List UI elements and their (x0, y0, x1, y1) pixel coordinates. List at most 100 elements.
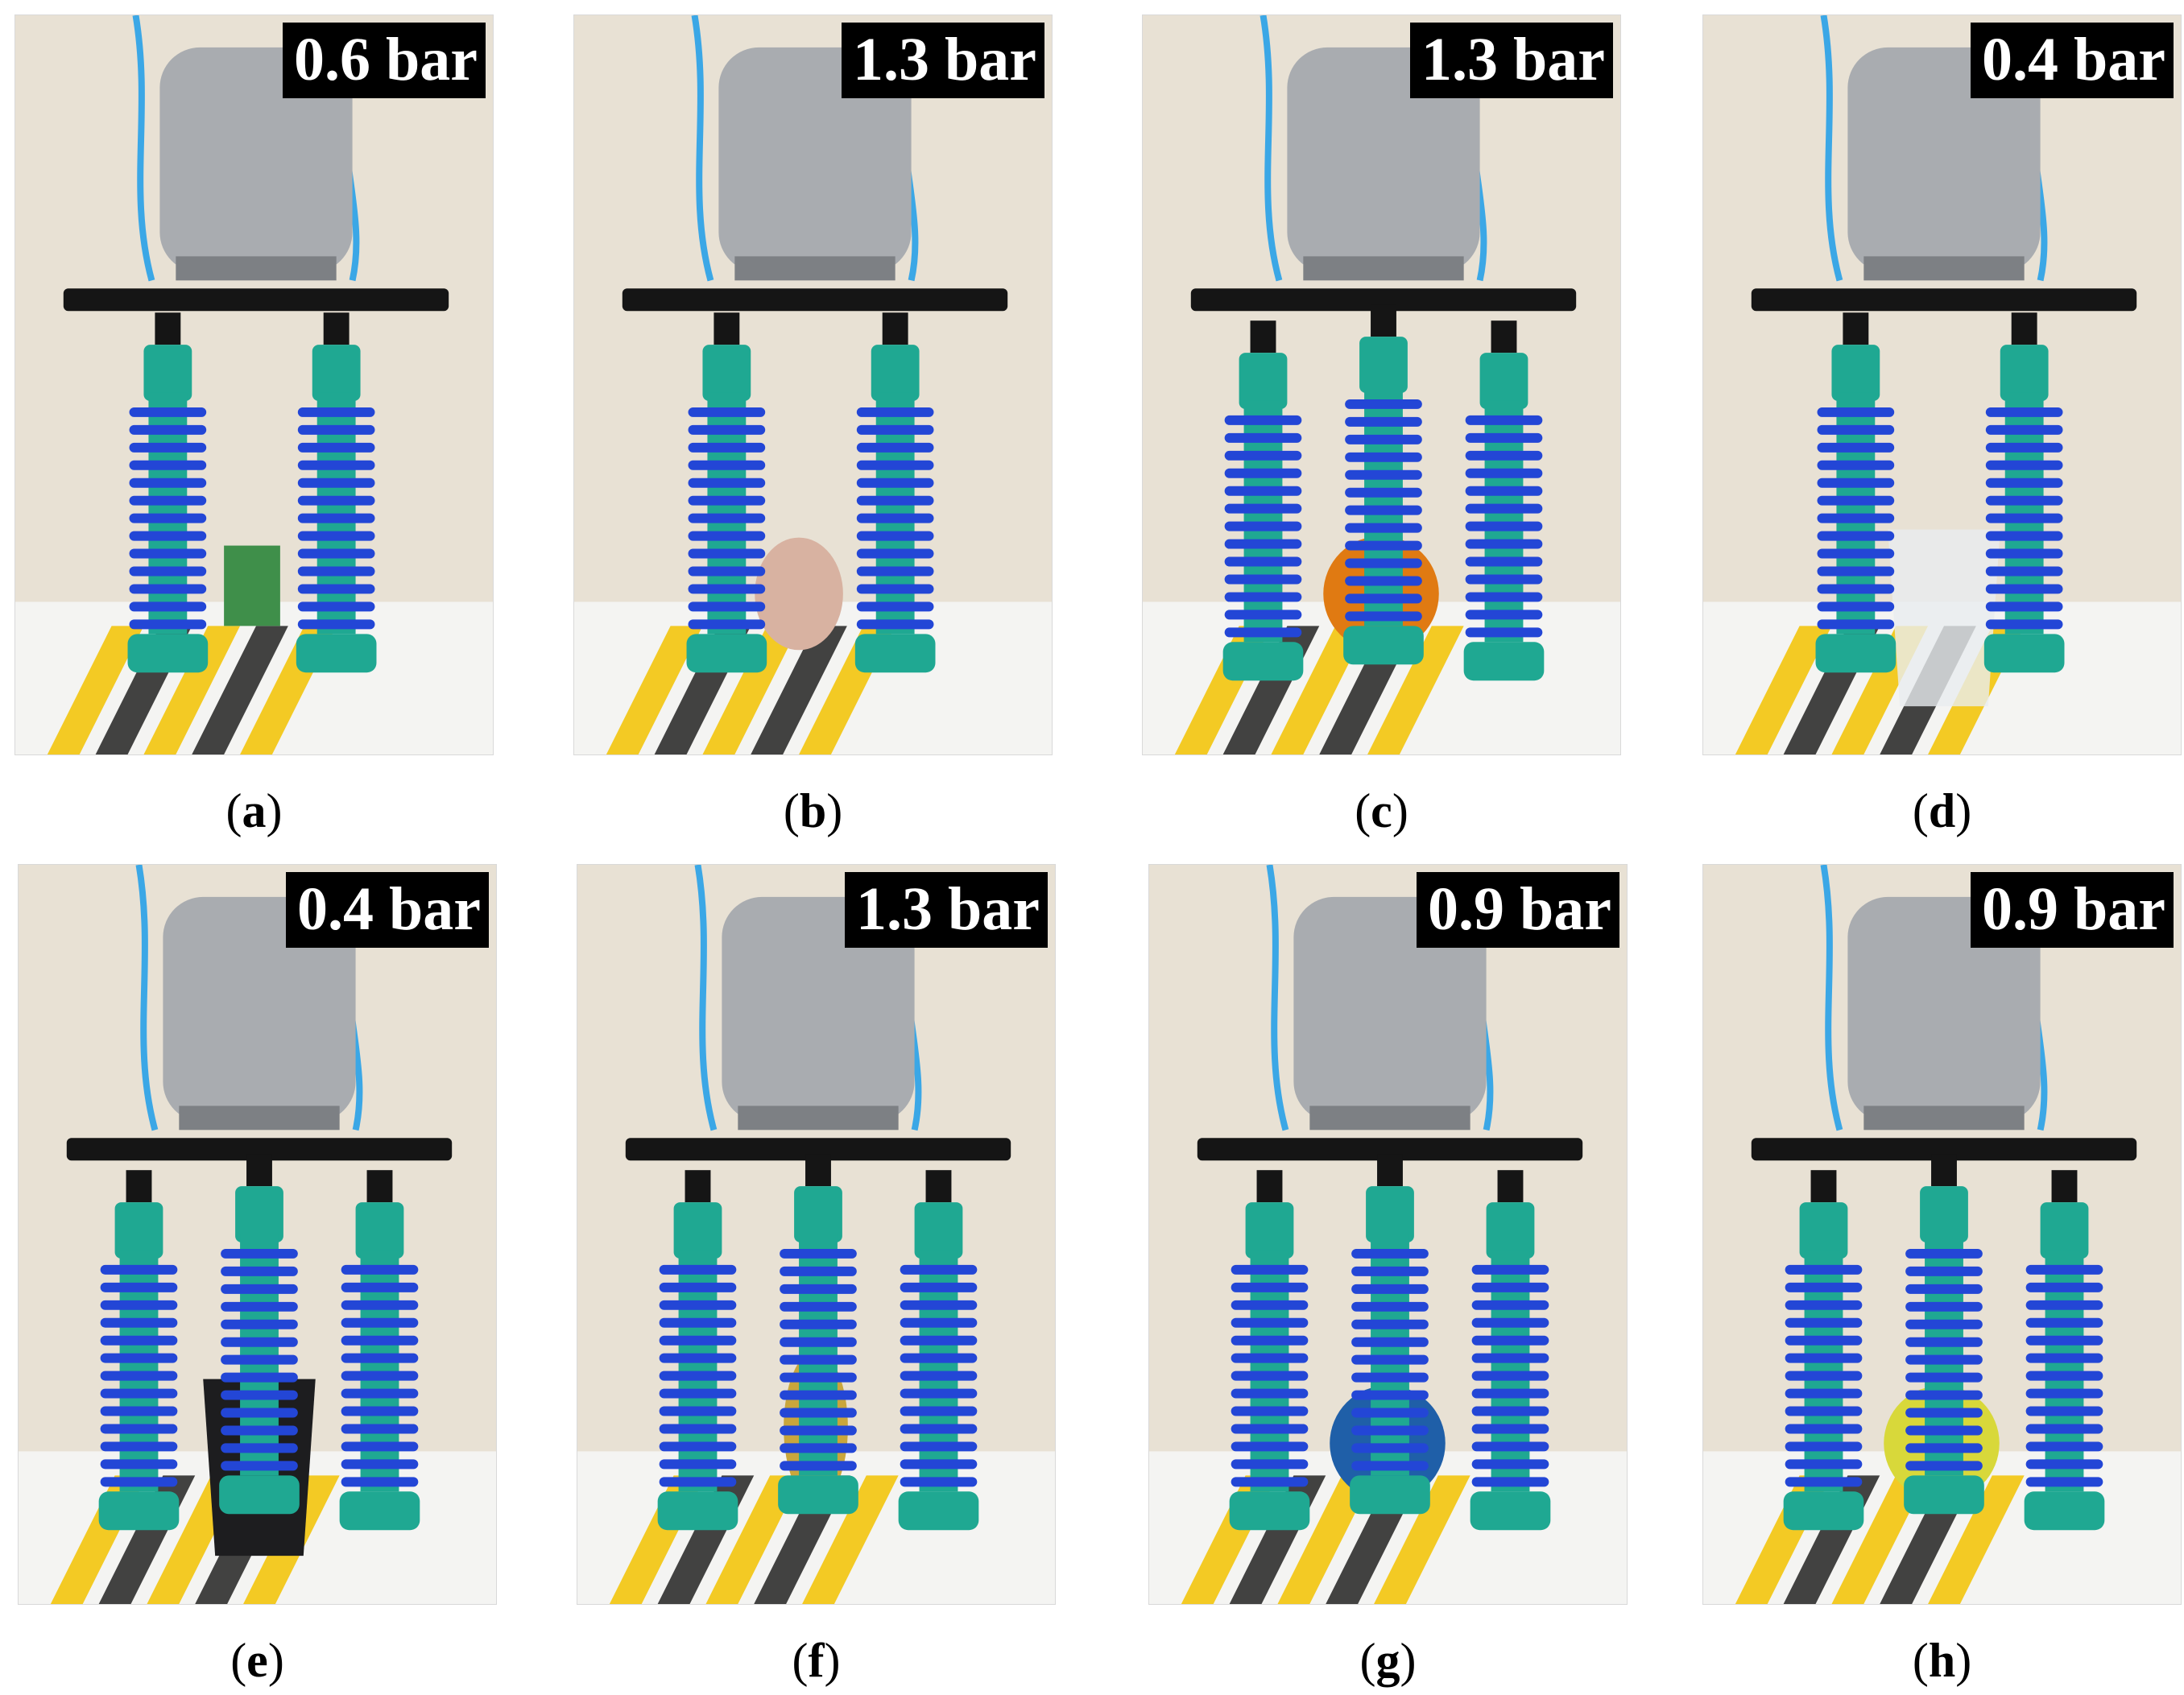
gripper-scene-g (1149, 865, 1627, 1604)
finger-rib (1905, 1266, 1983, 1276)
finger-rib (856, 566, 934, 577)
finger-rib (900, 1335, 978, 1346)
finger-rib (1224, 556, 1302, 567)
finger-rib (1985, 531, 2063, 541)
air-hose (132, 15, 155, 282)
finger-rib (2025, 1388, 2103, 1399)
finger-rib (1985, 460, 2063, 470)
finger-rib (129, 531, 207, 541)
finger-rib (688, 566, 766, 577)
pressure-label-e: 0.4 bar (286, 872, 489, 948)
finger-base (235, 1186, 283, 1242)
finger-tip (657, 1491, 738, 1531)
soft-finger-left (686, 312, 767, 673)
gripper-scene-h (1703, 865, 2181, 1604)
finger-rib (2025, 1459, 2103, 1470)
finger-mount (2011, 312, 2037, 345)
finger-rib (221, 1443, 298, 1453)
finger-rib (129, 619, 207, 630)
finger-rib (1785, 1282, 1863, 1292)
finger-base (794, 1186, 842, 1242)
caption-letter-f: f (808, 1634, 825, 1687)
finger-rib (900, 1441, 978, 1452)
finger-rib (659, 1406, 737, 1416)
finger-rib (1905, 1354, 1983, 1365)
finger-mount (1377, 1154, 1403, 1187)
finger-mount (1810, 1170, 1837, 1203)
finger-base (1920, 1186, 1968, 1242)
caption-open-d: ( (1912, 784, 1929, 837)
caption-e: (e) (18, 1633, 497, 1689)
soft-finger-right (854, 312, 936, 673)
hazard-stripe (1374, 1475, 1470, 1604)
mounting-plate (63, 288, 449, 312)
soft-finger-middle (1343, 304, 1424, 665)
gripper-scene-b (574, 15, 1052, 754)
finger-mount (1491, 320, 1517, 353)
finger-mount (685, 1170, 711, 1203)
soft-finger-right (1463, 320, 1545, 681)
finger-rib (1231, 1282, 1309, 1292)
finger-mount (366, 1170, 393, 1203)
finger-rib (1785, 1477, 1863, 1487)
finger-mount (2051, 1170, 2078, 1203)
finger-rib (900, 1424, 978, 1434)
finger-rib (1345, 523, 1422, 533)
finger-rib (659, 1370, 737, 1381)
mounting-plate (1190, 288, 1577, 312)
finger-mount (1371, 304, 1396, 337)
air-hose (691, 15, 714, 282)
gripper-scene-f (577, 865, 1055, 1604)
finger-rib (1465, 592, 1543, 602)
finger-base (1799, 1202, 1848, 1259)
finger-mount (882, 312, 908, 345)
hazard-stripe (143, 626, 241, 754)
finger-rib (100, 1335, 178, 1346)
soft-finger-left (1229, 1170, 1310, 1531)
finger-rib (1224, 574, 1302, 585)
panel-f: 1.3 bar (f) (577, 864, 1056, 1687)
finger-rib (856, 513, 934, 523)
finger-base (114, 1202, 163, 1259)
finger-rib (2025, 1441, 2103, 1452)
mounting-plate (1751, 288, 2137, 312)
finger-rib (341, 1406, 419, 1416)
finger-rib (221, 1372, 298, 1383)
finger-rib (1985, 407, 2063, 417)
finger-rib (1817, 566, 1895, 577)
finger-rib (1345, 416, 1422, 427)
finger-rib (1905, 1461, 1983, 1471)
finger-rib (297, 531, 375, 541)
finger-rib (2025, 1477, 2103, 1487)
robot-flange (1309, 1106, 1470, 1131)
finger-rib (1231, 1335, 1309, 1346)
finger-rib (1471, 1353, 1549, 1363)
caption-c: (c) (1142, 783, 1621, 839)
finger-base (2040, 1202, 2089, 1259)
finger-rib (100, 1264, 178, 1275)
finger-rib (341, 1264, 419, 1275)
finger-rib (1351, 1443, 1429, 1453)
finger-rib (1345, 558, 1422, 568)
finger-rib (1785, 1406, 1863, 1416)
finger-rib (1785, 1317, 1863, 1328)
robot-flange (179, 1106, 340, 1131)
finger-rib (1471, 1335, 1549, 1346)
finger-rib (2025, 1353, 2103, 1363)
finger-rib (900, 1282, 978, 1292)
air-hose (1820, 15, 1843, 282)
finger-mount (1497, 1170, 1524, 1203)
finger-rib (1351, 1266, 1429, 1276)
finger-mount (714, 312, 740, 345)
finger-mount (1256, 1170, 1283, 1203)
finger-rib (1471, 1282, 1549, 1292)
panel-g: 0.9 bar (g) (1148, 864, 1628, 1687)
hazard-stripe (1735, 626, 1832, 754)
finger-rib (688, 424, 766, 435)
finger-rib (129, 442, 207, 453)
finger-rib (900, 1459, 978, 1470)
caption-open-a: ( (225, 784, 242, 837)
finger-rib (659, 1282, 737, 1292)
finger-rib (1224, 627, 1302, 638)
